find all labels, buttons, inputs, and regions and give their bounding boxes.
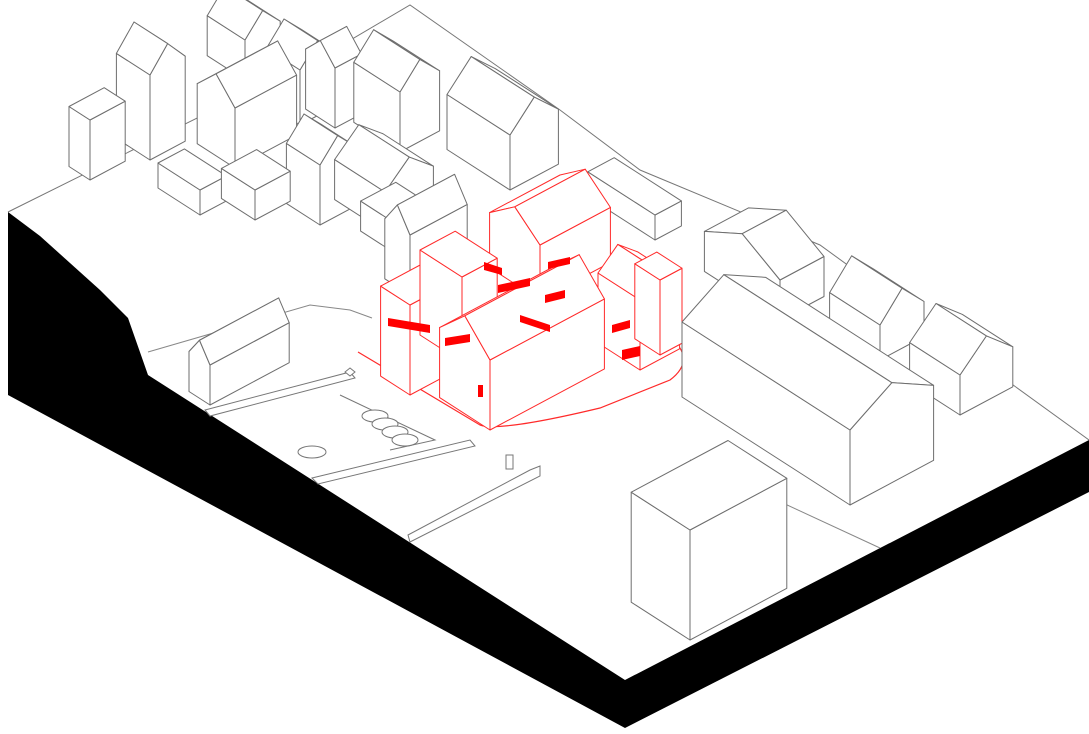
building xyxy=(681,274,935,506)
slab-left-face xyxy=(8,212,625,728)
roof-front xyxy=(206,0,264,41)
wall xyxy=(204,371,356,417)
window-red xyxy=(478,385,483,397)
gable-wall xyxy=(196,73,236,169)
gable-wall xyxy=(509,96,559,191)
building xyxy=(634,251,683,356)
car xyxy=(391,433,419,447)
building xyxy=(115,21,186,161)
roof-flat xyxy=(630,440,788,531)
building xyxy=(909,303,1014,416)
roof-front xyxy=(681,274,893,431)
gable-wall xyxy=(188,339,211,406)
gable-wall xyxy=(149,43,186,161)
roof-front xyxy=(353,29,421,93)
roof-flat xyxy=(220,149,291,191)
roof-flat xyxy=(587,157,682,216)
balcony xyxy=(484,262,502,275)
balcony xyxy=(622,346,640,360)
building xyxy=(446,56,559,191)
balcony xyxy=(520,315,550,332)
roof-front xyxy=(446,56,535,136)
car xyxy=(297,445,327,459)
slab-right-face xyxy=(625,440,1089,728)
balcony xyxy=(388,318,430,333)
gable-wall xyxy=(305,40,336,129)
gable-wall xyxy=(399,58,441,153)
site-walls xyxy=(204,367,541,543)
wall-right xyxy=(659,267,683,356)
proposal-balconies xyxy=(388,257,640,397)
roof-flat xyxy=(68,87,126,121)
building xyxy=(157,148,227,216)
balcony xyxy=(548,257,570,269)
gable-wall xyxy=(849,382,935,506)
building xyxy=(587,157,682,241)
building xyxy=(196,40,298,169)
roof-front xyxy=(319,25,362,69)
roof-front xyxy=(829,255,903,326)
building xyxy=(188,297,290,406)
roof-front xyxy=(514,168,611,246)
building xyxy=(489,168,611,301)
roof-flat xyxy=(634,251,683,281)
foreground-buildings xyxy=(630,274,935,641)
roof-front xyxy=(334,124,410,193)
building xyxy=(68,87,126,181)
parked-cars xyxy=(297,409,419,459)
gate-post xyxy=(505,454,514,470)
roof-front xyxy=(199,297,290,366)
proposal-buildings xyxy=(380,168,683,431)
roof-front xyxy=(285,113,339,166)
roof-front xyxy=(909,303,987,376)
roof-front xyxy=(215,40,298,109)
building xyxy=(630,440,788,641)
building xyxy=(220,149,291,221)
building xyxy=(439,254,605,431)
roof-flat xyxy=(157,148,227,191)
balcony xyxy=(612,320,630,333)
roof-front xyxy=(464,254,605,361)
balcony xyxy=(445,334,470,346)
wall xyxy=(344,367,356,377)
balcony xyxy=(545,290,565,303)
wall xyxy=(311,439,476,485)
roof-front xyxy=(115,21,169,76)
roof-front xyxy=(396,173,468,236)
wall xyxy=(407,465,541,543)
roof-front xyxy=(741,209,825,281)
balcony xyxy=(498,278,530,293)
